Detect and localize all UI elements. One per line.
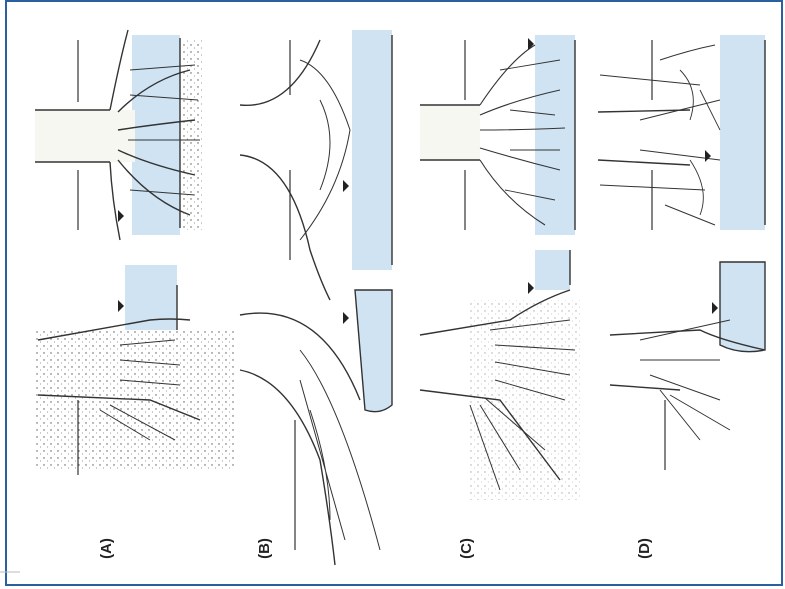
water-area (535, 35, 575, 235)
deposit-dots (470, 300, 580, 500)
panel-label-b: (B) (256, 538, 273, 559)
shore-sediment (182, 40, 202, 230)
panel-label-a: (A) (98, 538, 115, 559)
panel-label-d: (D) (636, 538, 653, 559)
water-area (352, 30, 392, 270)
water-area (132, 35, 180, 235)
panel-label-c: (C) (458, 538, 475, 559)
water-area (720, 262, 765, 352)
water-area (535, 250, 570, 290)
water-area (720, 35, 765, 230)
main-channel-fill (420, 105, 480, 160)
main-channel-fill (35, 110, 135, 162)
border-frame (6, 1, 782, 585)
